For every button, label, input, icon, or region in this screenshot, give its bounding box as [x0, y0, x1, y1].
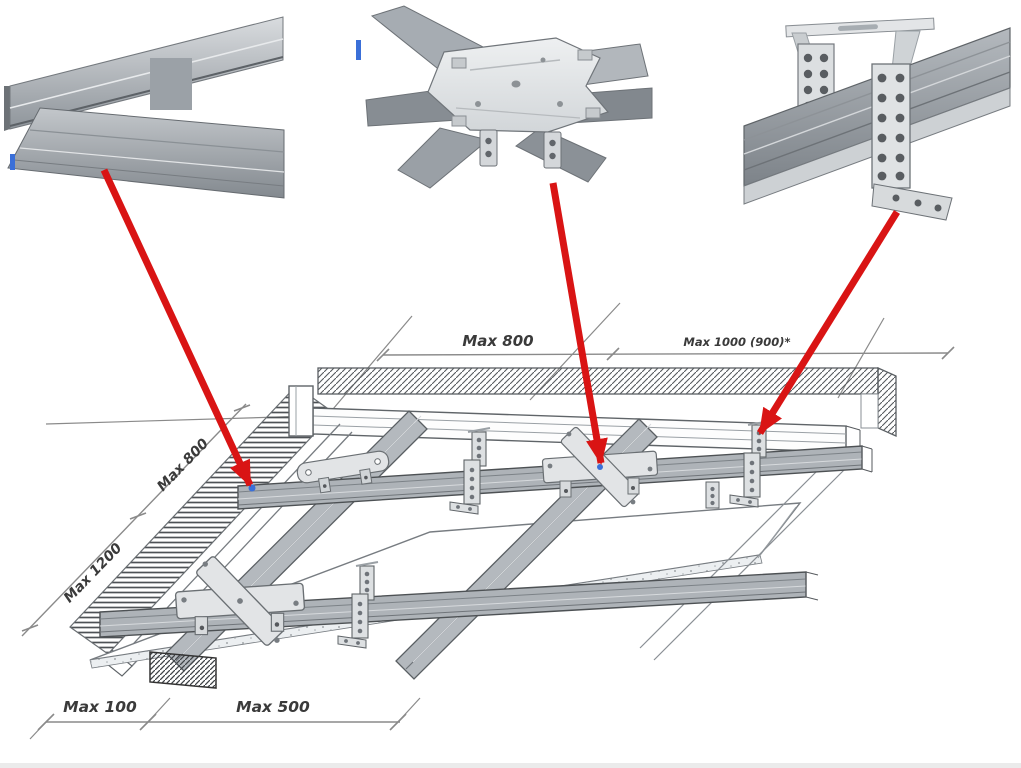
cross-runner [639, 451, 851, 661]
crab-connector [174, 556, 306, 646]
callout-arrow-3 [757, 210, 900, 435]
dimension-line-left [21, 403, 247, 637]
ceiling-frame-drawing: Max 800 Max 1000 (900)* Max 800 Max 1200 [21, 302, 955, 740]
hanger-foot [871, 183, 953, 221]
cross-runner-section [149, 651, 217, 689]
callout-arrow-1 [100, 168, 254, 487]
strap-hanger [449, 427, 491, 515]
crab-connector [541, 426, 659, 508]
dimension-label-top: Max 800 [462, 332, 533, 350]
callout-target-dot [248, 484, 256, 492]
connector-tab [543, 131, 562, 169]
photo-blue-mark [356, 40, 361, 60]
anchor-plate [296, 450, 390, 494]
hanger-strap [871, 63, 911, 189]
strap-hanger [705, 481, 720, 509]
strap-hanger [337, 561, 379, 649]
photo-blue-mark [10, 154, 15, 170]
profiles-crossing-photo [4, 16, 285, 199]
callout-target-dot [597, 464, 603, 470]
profile-web [150, 58, 192, 110]
dimension-line-top [382, 352, 949, 356]
cross-connector-photo [356, 5, 653, 189]
back-wall-corner [877, 366, 897, 438]
connector-tab [479, 129, 498, 167]
dimension-label-top-right: Max 1000 (900)* [683, 335, 790, 349]
dimension-label-bottom-left: Max 100 [63, 698, 137, 716]
callout-arrow-2 [549, 182, 608, 465]
suspension-hanger-photo [743, 17, 1011, 221]
dimension-label-bottom: Max 500 [236, 698, 310, 716]
image-edge [0, 763, 1021, 768]
